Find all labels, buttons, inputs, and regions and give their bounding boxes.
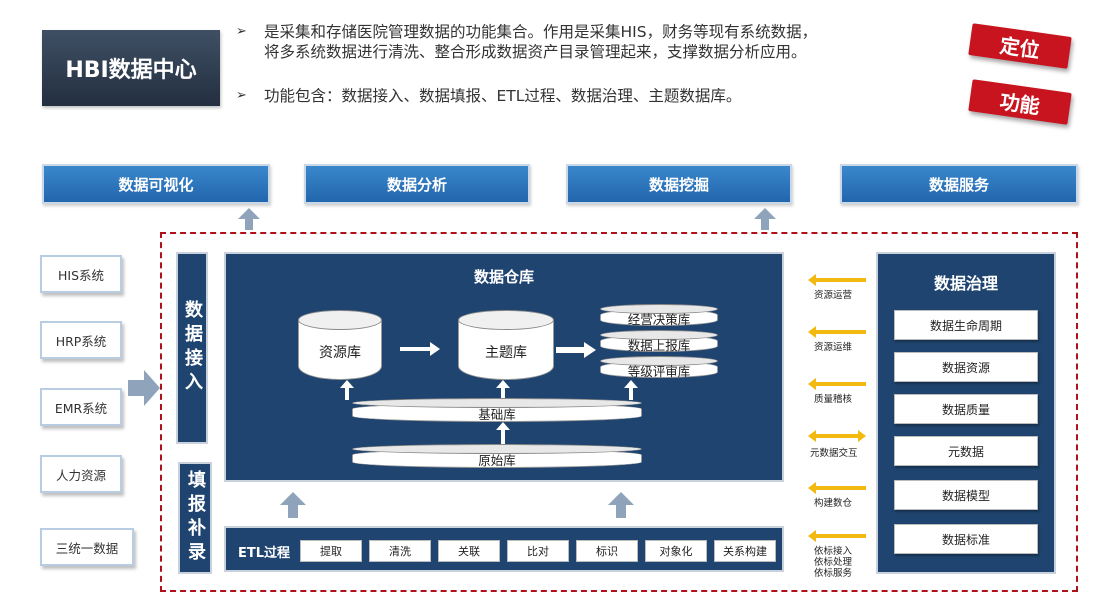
- gov-item-model: 数据模型: [894, 480, 1038, 510]
- right-arrow-icon: [556, 342, 596, 358]
- source-his: HIS系统: [40, 255, 122, 293]
- theme-db: 主题库: [458, 310, 554, 380]
- decision-db-label: 经营决策库: [627, 311, 691, 327]
- app-analysis: 数据分析: [304, 164, 530, 204]
- bullet-functions-text: 功能包含：数据接入、数据填报、ETL过程、数据治理、主题数据库。: [264, 87, 742, 105]
- report-db: 数据上报库: [600, 330, 718, 353]
- left-arrow-icon: [808, 530, 866, 542]
- bullet-definition: ➢ 是采集和存储医院管理数据的功能集合。作用是采集HIS，财务等现有系统数据， …: [236, 22, 817, 62]
- left-arrow-icon: [808, 274, 866, 286]
- etl-label: ETL过程: [238, 546, 291, 561]
- up-arrow-icon: [238, 208, 260, 230]
- source-hr: 人力资源: [40, 455, 122, 493]
- app-mining: 数据挖掘: [566, 164, 792, 204]
- data-governance: 数据治理 数据生命周期 数据资源 数据质量 元数据 数据模型 数据标准: [876, 252, 1056, 574]
- data-center-frame: [160, 232, 1078, 592]
- data-warehouse: 数据仓库 资源库 主题库 经营决策库 数据上报库 等级评审库: [224, 252, 784, 482]
- up-arrow-icon: [624, 380, 638, 400]
- up-arrow-icon: [608, 492, 634, 518]
- etl-process: ETL过程 提取 清洗 关联 比对 标识 对象化 关系构建: [224, 526, 784, 572]
- app-service: 数据服务: [840, 164, 1078, 204]
- raw-db-label: 原始库: [478, 452, 516, 468]
- theme-db-label: 主题库: [485, 345, 527, 361]
- etl-step-objectify: 对象化: [645, 540, 707, 562]
- left-arrow-icon: [808, 482, 866, 494]
- data-access: 数据接入: [176, 252, 208, 444]
- grade-db: 等级评审库: [600, 356, 718, 379]
- gov-item-lifecycle: 数据生命周期: [894, 310, 1038, 340]
- gov-item-metadata: 元数据: [894, 436, 1038, 466]
- page-title: HBI数据中心: [42, 30, 220, 106]
- up-arrow-icon: [496, 380, 510, 400]
- flow-label-standard-access: 依标接入: [814, 546, 853, 557]
- left-arrow-icon: [808, 378, 866, 390]
- resource-db: 资源库: [298, 310, 382, 380]
- etl-step-identify: 标识: [576, 540, 638, 562]
- source-emr: EMR系统: [40, 388, 122, 426]
- up-arrow-icon: [340, 380, 354, 400]
- warehouse-title: 数据仓库: [473, 268, 534, 286]
- etl-step-clean: 清洗: [369, 540, 431, 562]
- resource-db-label: 资源库: [319, 345, 361, 361]
- flow-label-resource-ops: 资源运营: [814, 290, 853, 301]
- bullet-functions: ➢ 功能包含：数据接入、数据填报、ETL过程、数据治理、主题数据库。: [236, 86, 741, 106]
- raw-db: 原始库: [352, 444, 642, 468]
- tag-positioning: 定位: [968, 23, 1072, 69]
- grade-db-label: 等级评审库: [627, 363, 691, 379]
- bullet-definition-line2: 将多系统数据进行清洗、整合形成数据资产目录管理起来，支撑数据分析应用。: [264, 43, 807, 61]
- base-db-label: 基础库: [478, 406, 516, 422]
- decision-db: 经营决策库: [600, 304, 718, 327]
- up-arrow-icon: [496, 422, 510, 444]
- gov-item-quality: 数据质量: [894, 394, 1038, 424]
- report-db-label: 数据上报库: [627, 337, 691, 353]
- flow-label-build-warehouse: 构建数仓: [814, 498, 853, 509]
- bullet-definition-line1: 是采集和存储医院管理数据的功能集合。作用是采集HIS，财务等现有系统数据，: [264, 23, 818, 41]
- right-arrow-icon: [128, 370, 160, 406]
- etl-step-associate: 关联: [438, 540, 500, 562]
- fill-report: 填报补录: [178, 462, 212, 574]
- gov-item-resource: 数据资源: [894, 352, 1038, 382]
- base-db: 基础库: [352, 398, 642, 422]
- source-hrp: HRP系统: [40, 321, 122, 359]
- etl-step-relation: 关系构建: [714, 540, 776, 562]
- governance-title: 数据治理: [933, 274, 998, 293]
- left-arrow-icon: [808, 326, 866, 338]
- flow-label-standard-process: 依标处理: [814, 557, 853, 568]
- flow-label-standard-service: 依标服务: [814, 568, 853, 579]
- source-unified: 三统一数据: [40, 528, 134, 566]
- double-arrow-icon: [808, 430, 866, 442]
- flow-label-resource-maint: 资源运维: [814, 342, 853, 353]
- etl-step-compare: 比对: [507, 540, 569, 562]
- app-visualization: 数据可视化: [42, 164, 270, 204]
- etl-step-extract: 提取: [300, 540, 362, 562]
- flow-label-standards: 依标接入 依标处理 依标服务: [814, 546, 852, 579]
- flow-label-quality-audit: 质量稽核: [814, 394, 853, 405]
- up-arrow-icon: [280, 492, 306, 518]
- bullet-arrow-icon: ➢: [236, 88, 247, 103]
- right-arrow-icon: [400, 342, 440, 356]
- up-arrow-icon: [754, 208, 776, 230]
- tag-function: 功能: [968, 79, 1072, 125]
- gov-item-standard: 数据标准: [894, 524, 1038, 554]
- bullet-arrow-icon: ➢: [236, 24, 247, 39]
- flow-label-metadata: 元数据交互: [810, 448, 858, 459]
